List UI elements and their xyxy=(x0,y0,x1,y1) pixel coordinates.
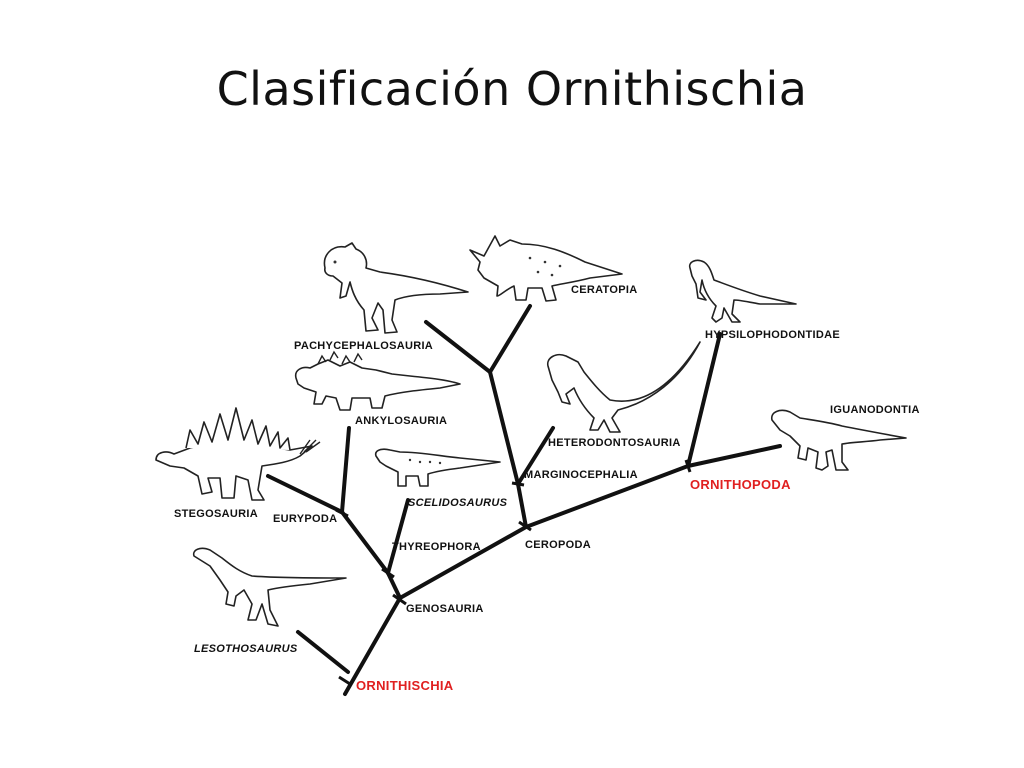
label-ankylosauria: ANKYLOSAURIA xyxy=(355,415,447,427)
pachycephalosaur-icon xyxy=(323,242,469,334)
label-marginocephalia: MARGINOCEPHALIA xyxy=(524,469,638,481)
stegosaur-icon xyxy=(155,407,321,501)
ceratopsian-icon xyxy=(469,235,623,302)
label-ceratopia: CERATOPIA xyxy=(571,284,637,296)
label-scelidosaurus: SCELIDOSAURUS xyxy=(408,497,508,509)
label-stegosauria: STEGOSAURIA xyxy=(174,508,258,520)
label-pachycephalosauria: PACHYCEPHALOSAURIA xyxy=(294,340,433,352)
label-hypsilophodontidae: HYPSILOPHODONTIDAE xyxy=(705,329,840,341)
scelidosaurus-icon xyxy=(374,448,501,487)
label-ornithopoda: ORNITHOPODA xyxy=(690,477,791,492)
label-thyreophora: THYREOPHORA xyxy=(392,541,481,553)
slide-title: Clasificación Ornithischia xyxy=(216,62,808,116)
label-lesothosaurus: LESOTHOSAURUS xyxy=(194,643,298,655)
tree-branches xyxy=(266,304,782,696)
label-ornithischia: ORNITHISCHIA xyxy=(356,678,454,693)
label-genosauria: GENOSAURIA xyxy=(406,603,484,615)
label-ceropoda: CEROPODA xyxy=(525,539,591,551)
ankylosaur-icon xyxy=(294,350,461,411)
node-ticks xyxy=(335,459,692,686)
label-heterodontosauria: HETERODONTOSAURIA xyxy=(548,437,681,449)
heterodontosaur-icon xyxy=(546,341,701,433)
lesothosaurus-icon xyxy=(192,547,347,627)
label-iguanodontia: IGUANODONTIA xyxy=(830,404,920,416)
hypsilophodont-icon xyxy=(688,259,797,323)
iguanodont-icon xyxy=(770,409,907,471)
label-eurypoda: EURYPODA xyxy=(273,513,337,525)
